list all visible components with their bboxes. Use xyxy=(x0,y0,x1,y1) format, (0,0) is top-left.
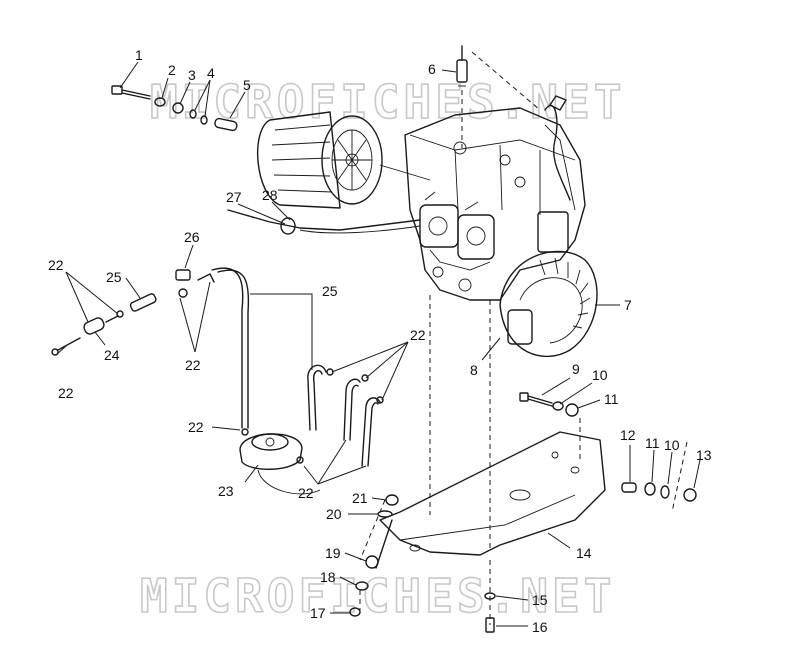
watermark-bottom: MICROFICHES.NET xyxy=(140,569,615,623)
callout-22c: 22 xyxy=(185,357,201,373)
callout-22f: 22 xyxy=(410,327,426,343)
spark-plug xyxy=(456,45,468,87)
callout-4: 4 xyxy=(207,65,215,81)
ignition-coil xyxy=(537,211,569,253)
callout-25a: 25 xyxy=(106,269,122,285)
callout-15: 15 xyxy=(532,592,548,608)
engine-assembly xyxy=(404,95,598,358)
callout-11a: 11 xyxy=(604,391,619,407)
callout-8: 8 xyxy=(470,362,478,378)
callout-22a: 22 xyxy=(48,257,64,273)
callout-7: 7 xyxy=(624,297,632,313)
callout-16: 16 xyxy=(532,619,548,635)
callout-28: 28 xyxy=(262,187,278,203)
throttle-cable xyxy=(227,209,421,235)
fuel-pump xyxy=(239,428,321,495)
callout-23: 23 xyxy=(218,483,234,499)
callout-12: 12 xyxy=(620,427,636,443)
callout-3: 3 xyxy=(188,67,196,83)
callout-27: 27 xyxy=(226,189,242,205)
callout-14: 14 xyxy=(576,545,592,561)
callout-11b: 11 xyxy=(645,435,660,451)
callout-17: 17 xyxy=(310,605,326,621)
callout-21: 21 xyxy=(352,490,368,506)
callout-20: 20 xyxy=(326,506,342,522)
callout-5: 5 xyxy=(243,77,251,93)
leader-lines xyxy=(55,61,701,627)
callout-18: 18 xyxy=(320,569,336,585)
callout-19: 19 xyxy=(325,545,341,561)
carburetors xyxy=(419,191,495,260)
callout-22e: 22 xyxy=(298,485,314,501)
callout-26: 26 xyxy=(184,229,200,245)
callout-2: 2 xyxy=(168,62,176,78)
callout-10b: 10 xyxy=(664,437,680,453)
callout-1: 1 xyxy=(135,47,143,63)
callout-10a: 10 xyxy=(592,367,608,383)
callout-24: 24 xyxy=(104,347,120,363)
recoil-starter xyxy=(499,250,598,358)
watermark-top: MICROFICHES.NET xyxy=(150,75,625,129)
callout-13: 13 xyxy=(696,447,712,463)
callout-9: 9 xyxy=(572,361,580,377)
callout-25b: 25 xyxy=(322,283,338,299)
skid-plate xyxy=(379,431,606,556)
callout-22b: 22 xyxy=(58,385,74,401)
callout-labels: 1 2 3 4 5 6 7 8 9 10 11 12 11 10 13 14 1… xyxy=(48,47,712,635)
drive-clutch xyxy=(257,111,431,209)
bracket-hardware xyxy=(519,392,697,502)
callout-22d: 22 xyxy=(188,419,204,435)
fuel-filter-line xyxy=(51,269,215,356)
fuel-lines xyxy=(211,267,384,467)
callout-6: 6 xyxy=(428,61,436,77)
clutch-bolt-hardware xyxy=(111,85,238,132)
